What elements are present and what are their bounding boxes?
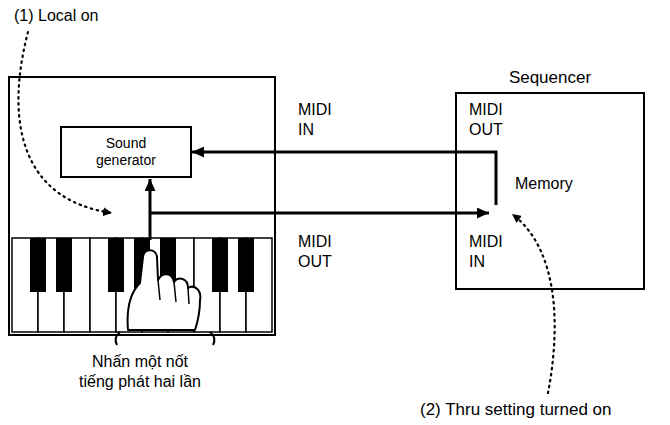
hand-illustration <box>128 250 201 330</box>
black-key <box>212 238 228 292</box>
key-to-generator-arrow <box>149 179 152 240</box>
callout-note: (2) Thru setting turned on <box>420 399 612 420</box>
key-to-midi-out-line <box>150 212 276 215</box>
sequencer-box: SequencerMIDI OUTMemoryMIDI IN <box>455 92 645 290</box>
port-label: MIDI IN <box>469 232 503 272</box>
box-heading: Sequencer <box>457 67 643 88</box>
thru-pointer <box>512 214 555 393</box>
black-key <box>108 238 124 292</box>
port-label: MIDI IN <box>298 100 332 140</box>
signal-arrow <box>192 152 496 205</box>
instrument-box: Nhấn một nốt tiếng phát hai lầnSound gen… <box>8 76 276 336</box>
port-label: MIDI OUT <box>469 100 503 140</box>
memory-label: Memory <box>515 174 573 194</box>
black-key <box>56 238 72 292</box>
sound-generator-box: Sound generator <box>60 126 192 178</box>
callout-note: (1) Local on <box>14 6 99 26</box>
black-key <box>238 238 254 292</box>
finger-line <box>158 280 189 304</box>
box-label: Sound generator <box>86 135 166 169</box>
instrument-caption: Nhấn một nốt tiếng phát hai lần <box>76 352 204 392</box>
motion-mark <box>116 332 120 345</box>
port-label: MIDI OUT <box>298 232 332 272</box>
signal-arrow <box>276 212 489 215</box>
local-on-pointer <box>18 32 112 213</box>
black-key <box>30 238 46 292</box>
motion-mark <box>210 332 214 345</box>
keyboard-illustration <box>12 238 272 332</box>
